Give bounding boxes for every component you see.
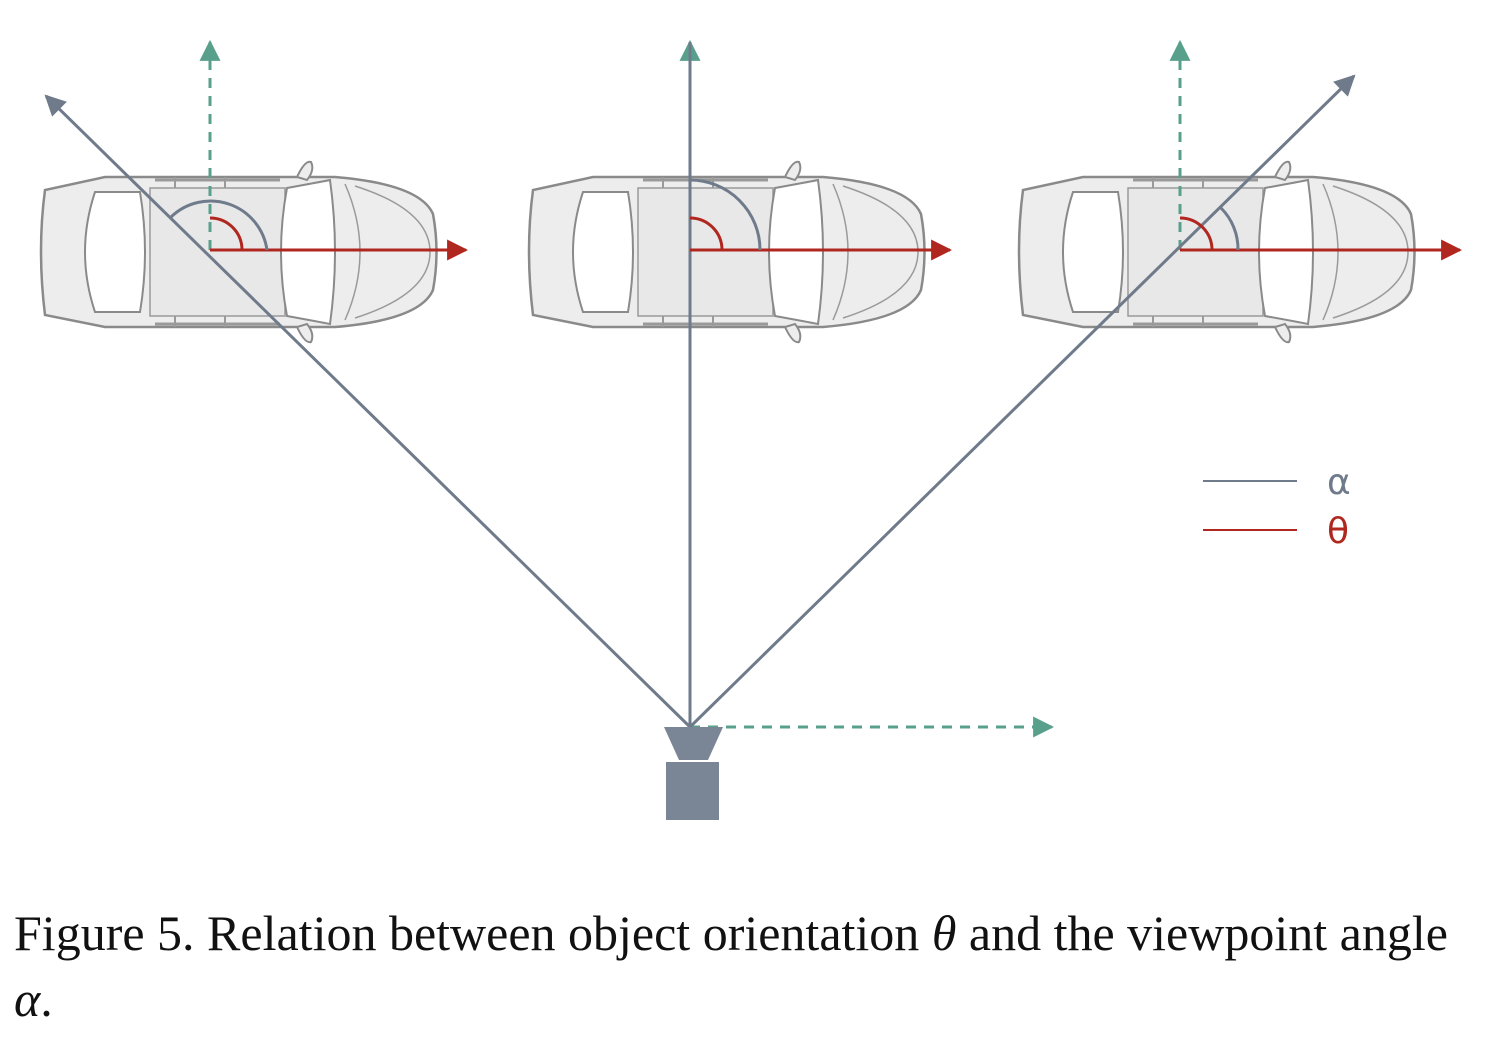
figure-caption: Figure 5. Relation between object orient…: [14, 900, 1494, 1032]
alpha-arc: [689, 178, 762, 251]
caption-label: Figure 5.: [14, 905, 195, 961]
legend: α θ: [1203, 462, 1351, 552]
caption-text: Relation between object orientation: [194, 905, 932, 961]
alpha-arc: [169, 199, 269, 251]
theta-arc: [689, 216, 724, 251]
alpha-arc: [1219, 206, 1240, 251]
camera-icon: [664, 727, 723, 820]
car-icon: [1017, 160, 1416, 344]
caption-text: .: [40, 971, 53, 1027]
viewpoint-ray: [688, 74, 1356, 729]
viewpoint-ray: [44, 94, 692, 729]
car-icon: [39, 160, 438, 344]
theta-arc: [1179, 216, 1214, 251]
legend-alpha-label: α: [1327, 462, 1351, 503]
theta-arc: [209, 216, 244, 251]
alpha-symbol: α: [14, 971, 41, 1027]
theta-symbol: θ: [931, 905, 957, 961]
figure-diagram: α θ: [39, 39, 1463, 820]
caption-text: and the viewpoint angle: [956, 905, 1448, 961]
legend-theta-label: θ: [1327, 511, 1349, 552]
